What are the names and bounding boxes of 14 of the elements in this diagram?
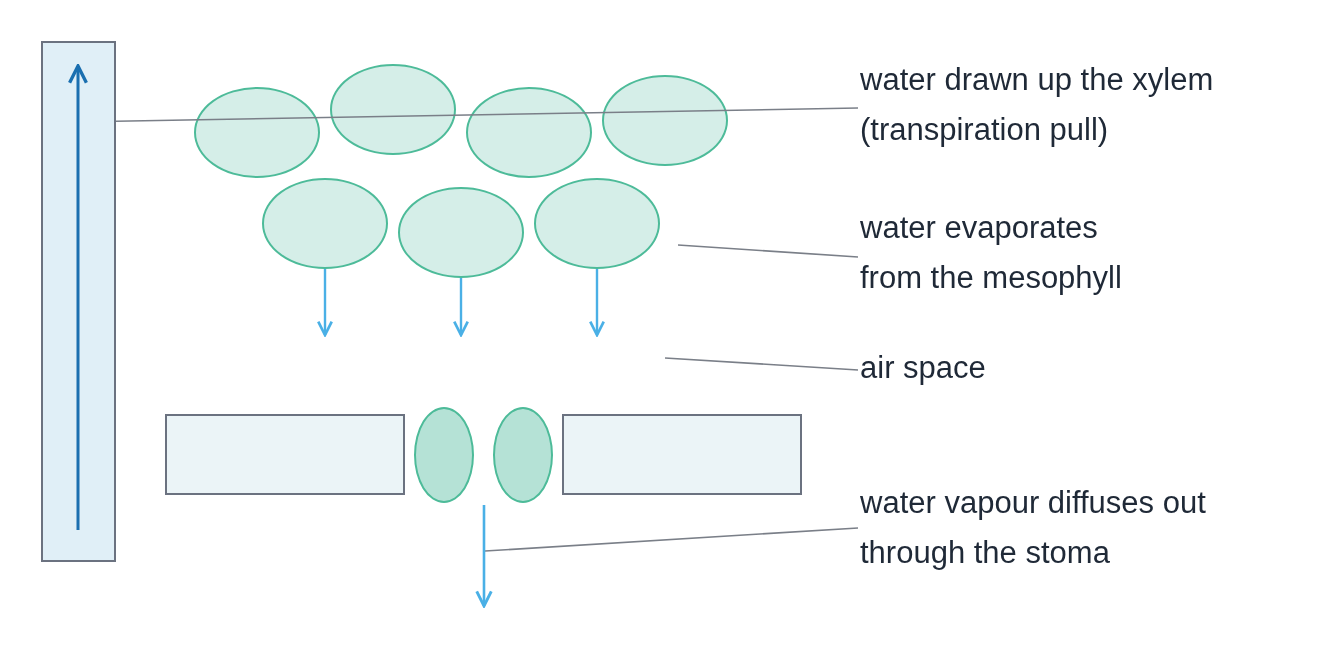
- epidermis-cell: [562, 414, 802, 495]
- leader-line: [484, 527, 859, 552]
- arrow: [588, 269, 606, 337]
- xylem-vessel: [41, 41, 116, 562]
- arrow: [452, 278, 470, 337]
- arrow: [316, 269, 334, 337]
- label-text: water drawn up the xylem (transpiration pull): [860, 55, 1290, 155]
- label-text: water vapour diffuses out through the stoma: [860, 478, 1220, 578]
- label-text: air space: [860, 343, 1160, 393]
- epidermis-cell: [165, 414, 405, 495]
- leader-line: [664, 357, 859, 371]
- label-text: water evaporates from the mesophyll: [860, 203, 1160, 303]
- leader-line: [677, 244, 859, 258]
- leader-line: [115, 107, 859, 123]
